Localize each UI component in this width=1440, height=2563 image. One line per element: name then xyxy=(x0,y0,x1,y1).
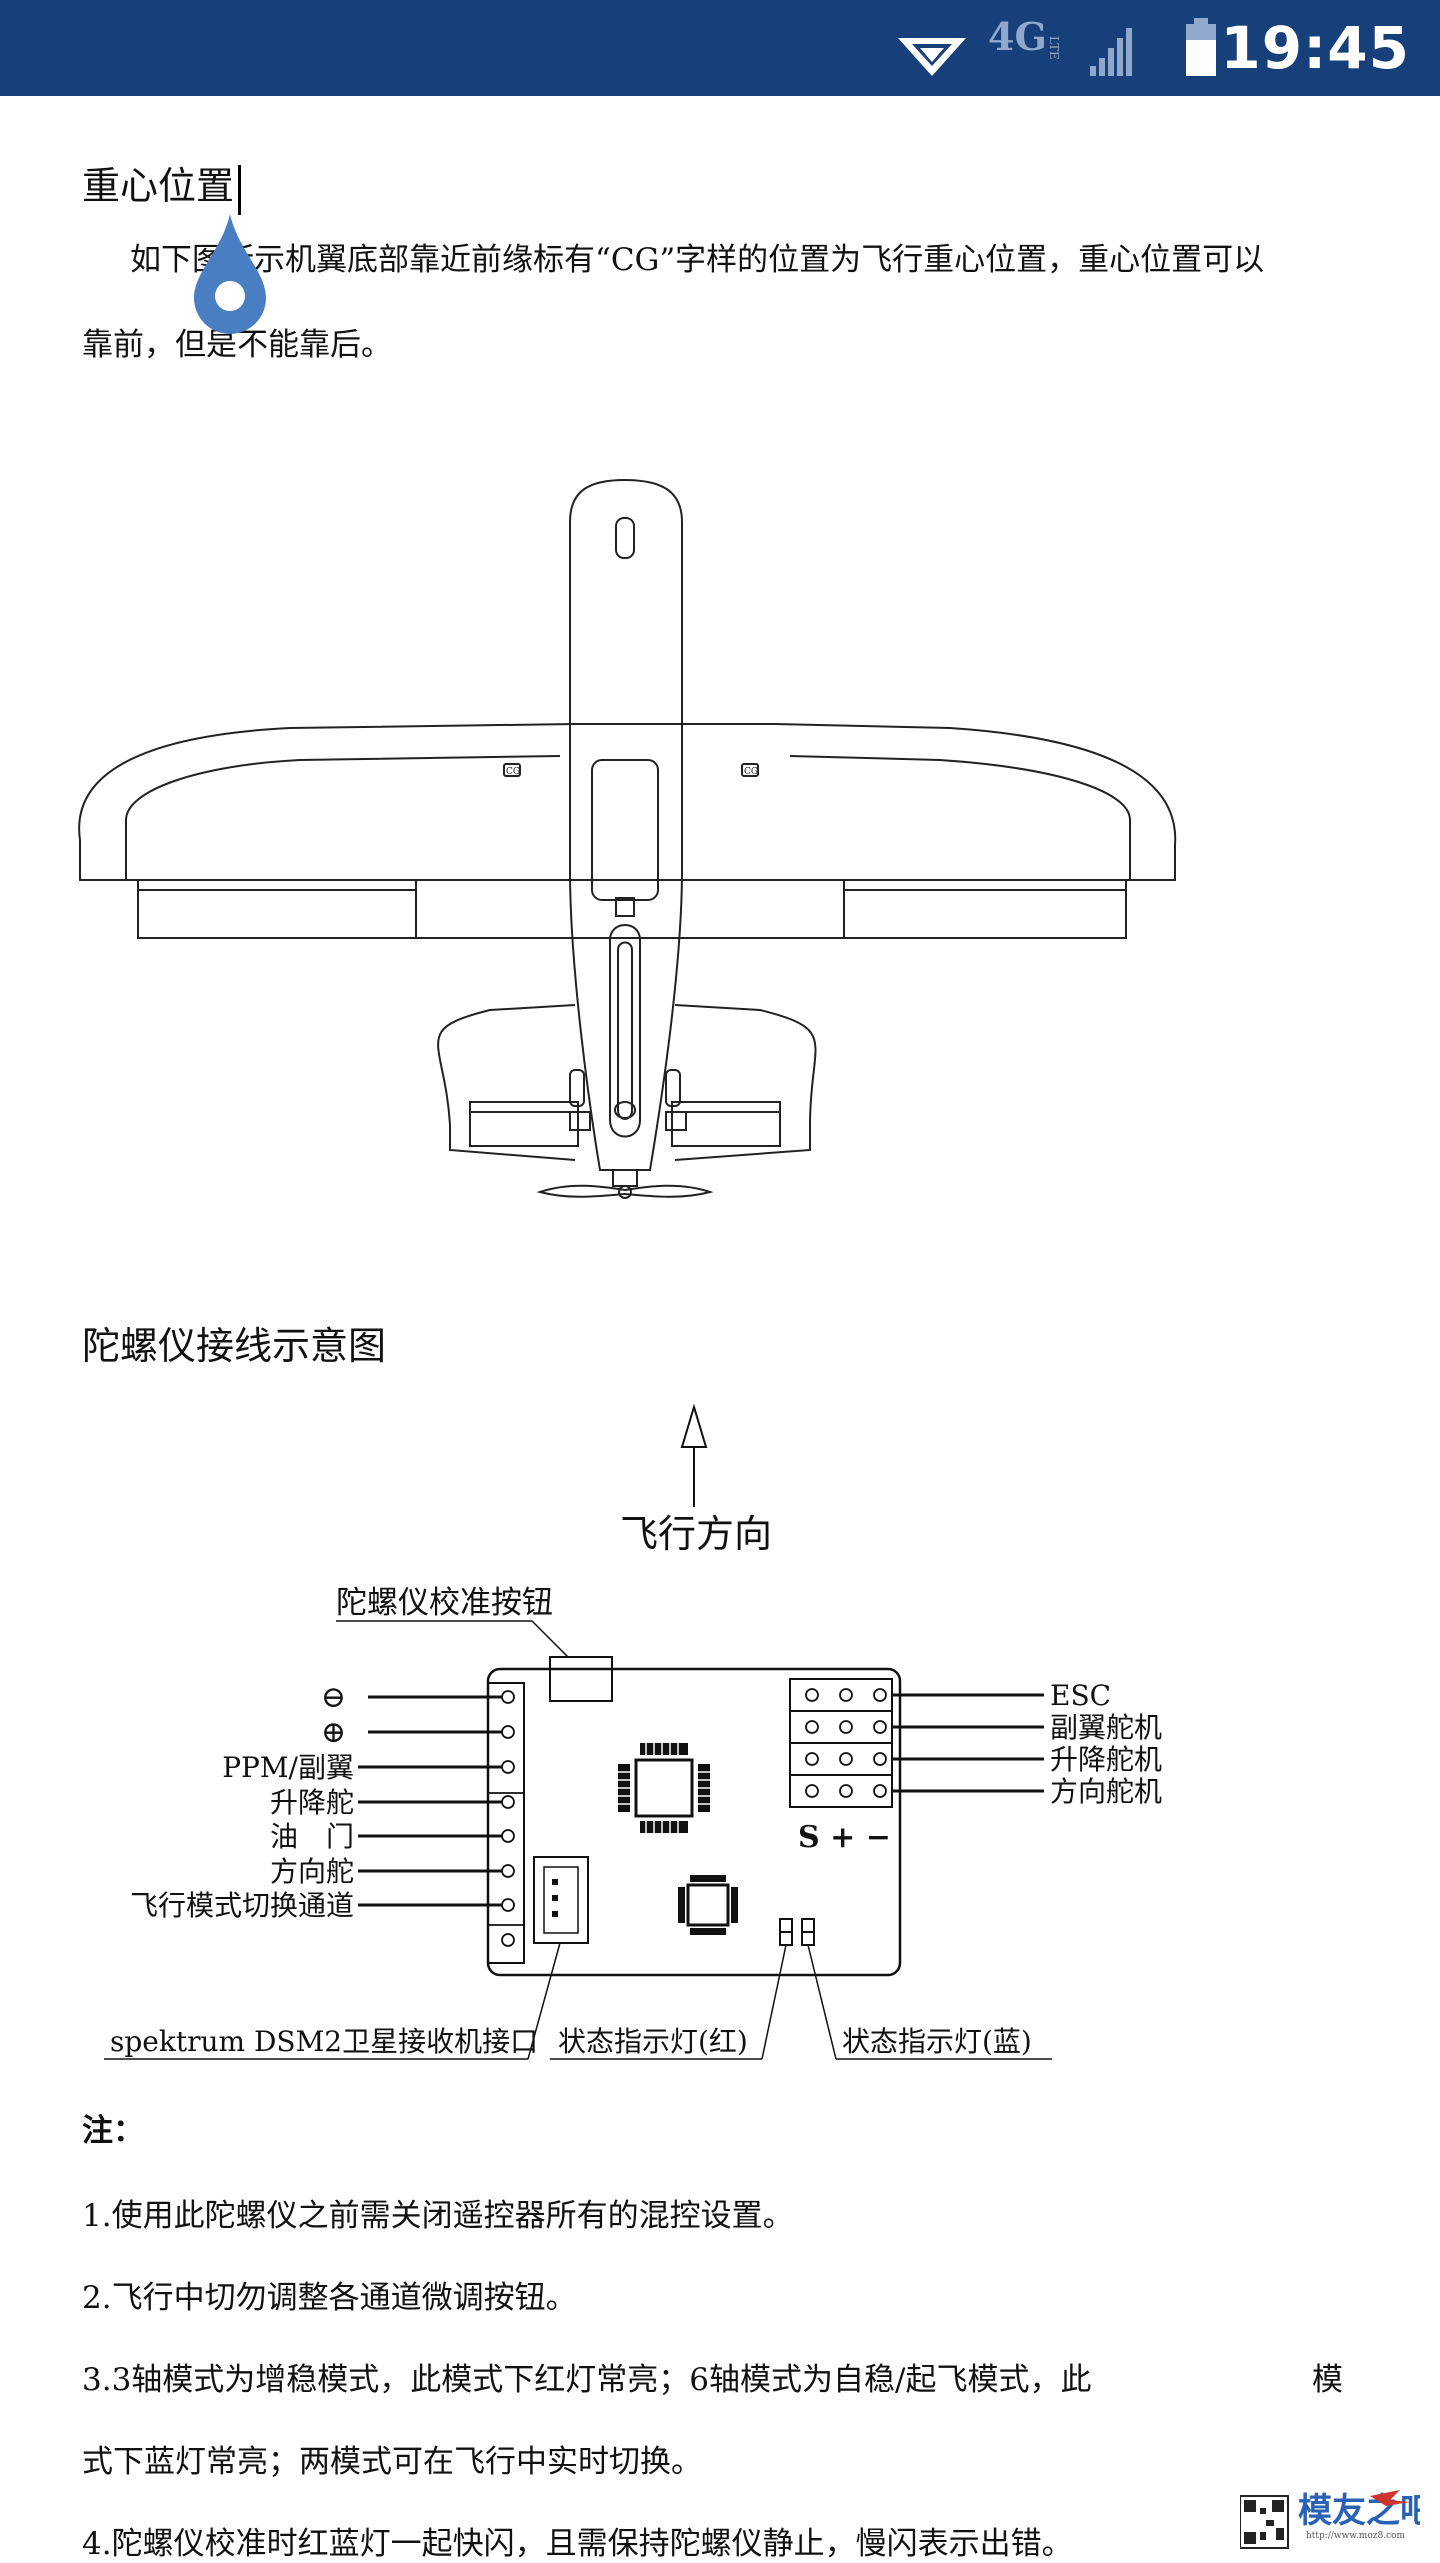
wifi-icon xyxy=(898,38,966,76)
pin-label-ppm: PPM/副翼 xyxy=(222,1751,354,1784)
status-time: 19:45 xyxy=(1220,14,1410,82)
doc-title[interactable]: 重心位置 xyxy=(82,155,242,215)
text-cursor xyxy=(238,164,242,215)
network-type: 4G xyxy=(988,14,1047,59)
signal-icon xyxy=(1090,28,1132,76)
pin-label-minus: ⊖ xyxy=(321,1680,346,1715)
pin-label-mode: 飞行模式切换通道 xyxy=(130,1889,354,1922)
watermark: 模友之吧 http://www.moz8.com xyxy=(1239,2488,1434,2554)
notes-label: 注： xyxy=(82,2113,144,2149)
note-item-1: 1.使用此陀螺仪之前需关闭遥控器所有的混控设置。 xyxy=(82,2198,794,2234)
pin-label-elevator: 升降舵 xyxy=(270,1786,354,1819)
gyro-wiring-diagram: 飞行方向 陀螺仪校准按钮 ⊖ ⊕ PPM/副翼 升降舵 油 门 xyxy=(104,1403,1162,2060)
note-item-3: 3.3轴模式为增稳模式，此模式下红灯常亮；6轴模式为自稳/起飞模式，此 xyxy=(82,2362,1092,2398)
direction-label: 飞行方向 xyxy=(620,1512,772,1556)
pin-label-plus: ⊕ xyxy=(321,1715,346,1750)
selection-handle-icon[interactable] xyxy=(192,210,268,336)
cg-mark-left: CG xyxy=(506,767,520,777)
status-icons: 4G LTE xyxy=(898,14,1216,76)
servo-label-aileron: 副翼舵机 xyxy=(1050,1711,1162,1744)
satellite-label: spektrum DSM2卫星接收机接口 xyxy=(110,2025,538,2058)
plane-logo-icon xyxy=(1370,2490,1410,2506)
led-blue-label: 状态指示灯(蓝) xyxy=(842,2025,1032,2058)
direction-arrow-icon xyxy=(680,1403,708,1507)
airplane-drawing: CG CG xyxy=(78,478,1177,1199)
section-title: 陀螺仪接线示意图 xyxy=(82,1324,387,1368)
intro-line-2: 靠前，但是不能靠后。 xyxy=(82,327,392,363)
calibrate-label: 陀螺仪校准按钮 xyxy=(336,1585,553,1621)
pin-symbols: S + − xyxy=(798,1820,891,1855)
doc-title-text: 重心位置 xyxy=(82,164,235,208)
servo-label-esc: ESC xyxy=(1050,1679,1111,1712)
battery-icon xyxy=(1186,18,1216,76)
cg-mark-right: CG xyxy=(744,767,758,777)
network-sub: LTE xyxy=(1047,36,1061,60)
watermark-text: 模友之吧 xyxy=(1298,2491,1420,2531)
status-bar: 4G LTE 19:45 xyxy=(0,0,1440,96)
note-item-3-cont: 式下蓝灯常亮；两模式可在飞行中实时切换。 xyxy=(82,2444,702,2480)
pin-label-rudder: 方向舵 xyxy=(270,1855,354,1888)
servo-label-rudder: 方向舵机 xyxy=(1050,1775,1162,1808)
pin-label-throttle: 油 门 xyxy=(270,1820,354,1853)
watermark-url: http://www.moz8.com xyxy=(1306,2531,1406,2541)
intro-line-1: 如下图所示机翼底部靠近前缘标有“CG”字样的位置为飞行重心位置，重心位置可以 xyxy=(130,242,1265,278)
note-item-3-tail: 模 xyxy=(1312,2362,1343,2398)
servo-label-elevator: 升降舵机 xyxy=(1050,1743,1162,1776)
note-item-2: 2.飞行中切勿调整各通道微调按钮。 xyxy=(82,2280,577,2316)
led-red-label: 状态指示灯(红) xyxy=(558,2025,748,2058)
qr-code-icon xyxy=(1239,2495,1289,2549)
note-item-4: 4.陀螺仪校准时红蓝灯一起快闪，且需保持陀螺仪静止，慢闪表示出错。 xyxy=(82,2526,1073,2562)
